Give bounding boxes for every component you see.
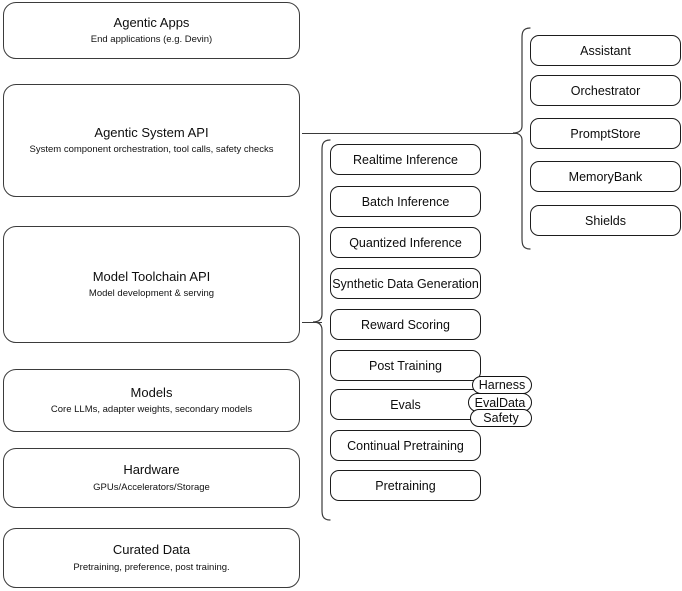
layer-box-models[interactable]: Models Core LLMs, adapter weights, secon… [3, 369, 300, 432]
toolchain-item-label: Batch Inference [361, 194, 450, 209]
layer-title: Agentic Apps [113, 14, 190, 30]
layer-subtitle: System component orchestration, tool cal… [29, 144, 274, 156]
agentic-item-label: Orchestrator [570, 83, 641, 98]
connector-agentic-system-to-components [302, 133, 518, 134]
agentic-item-promptstore[interactable]: PromptStore [530, 118, 681, 149]
connector-toolchain-to-apis [302, 322, 322, 323]
toolchain-item-reward-scoring[interactable]: Reward Scoring [330, 309, 481, 340]
brace-toolchain-apis [312, 138, 331, 522]
eval-pill-safety[interactable]: Safety [470, 409, 532, 427]
toolchain-item-label: Realtime Inference [353, 152, 458, 167]
agentic-item-memorybank[interactable]: MemoryBank [530, 161, 681, 192]
eval-pill-harness[interactable]: Harness [472, 376, 532, 394]
layer-box-agentic-system-api[interactable]: Agentic System API System component orch… [3, 84, 300, 197]
agentic-item-label: MemoryBank [568, 169, 643, 184]
eval-pill-label: Harness [478, 378, 526, 392]
agentic-item-label: Assistant [580, 43, 631, 58]
toolchain-item-post-training[interactable]: Post Training [330, 350, 481, 381]
layer-title: Model Toolchain API [92, 268, 211, 284]
toolchain-item-label: Pretraining [375, 478, 436, 493]
layer-box-curated-data[interactable]: Curated Data Pretraining, preference, po… [3, 528, 300, 588]
toolchain-item-label: Evals [390, 397, 421, 412]
eval-pill-evaldata[interactable]: EvalData [468, 393, 532, 412]
layer-subtitle: Core LLMs, adapter weights, secondary mo… [50, 404, 253, 416]
layer-subtitle: GPUs/Accelerators/Storage [93, 481, 210, 493]
agentic-item-label: Shields [585, 213, 626, 228]
layer-subtitle: Pretraining, preference, post training. [73, 561, 230, 573]
toolchain-item-label: Continual Pretraining [347, 438, 464, 453]
layer-box-hardware[interactable]: Hardware GPUs/Accelerators/Storage [3, 448, 300, 508]
toolchain-item-evals[interactable]: Evals [330, 389, 481, 420]
toolchain-item-batch-inference[interactable]: Batch Inference [330, 186, 481, 217]
toolchain-item-synthetic-data-generation[interactable]: Synthetic Data Generation [330, 268, 481, 299]
layer-title: Hardware [123, 462, 180, 478]
agentic-item-orchestrator[interactable]: Orchestrator [530, 75, 681, 106]
layer-title: Curated Data [112, 542, 191, 558]
brace-agentic-components [512, 26, 531, 252]
layer-subtitle: End applications (e.g. Devin) [90, 34, 213, 46]
layer-title: Agentic System API [94, 124, 209, 140]
eval-pill-label: Safety [483, 411, 519, 425]
layer-box-agentic-apps[interactable]: Agentic Apps End applications (e.g. Devi… [3, 2, 300, 59]
toolchain-item-label: Post Training [369, 358, 442, 373]
agentic-item-shields[interactable]: Shields [530, 205, 681, 236]
toolchain-item-quantized-inference[interactable]: Quantized Inference [330, 227, 481, 258]
agentic-item-assistant[interactable]: Assistant [530, 35, 681, 66]
toolchain-item-continual-pretraining[interactable]: Continual Pretraining [330, 430, 481, 461]
toolchain-item-label: Quantized Inference [349, 235, 462, 250]
toolchain-item-label: Synthetic Data Generation [332, 276, 479, 291]
toolchain-item-label: Reward Scoring [361, 317, 450, 332]
agentic-item-label: PromptStore [570, 126, 641, 141]
layer-box-model-toolchain-api[interactable]: Model Toolchain API Model development & … [3, 226, 300, 343]
toolchain-item-realtime-inference[interactable]: Realtime Inference [330, 144, 481, 175]
layer-title: Models [130, 384, 173, 400]
layer-subtitle: Model development & serving [88, 288, 215, 300]
eval-pill-label: EvalData [474, 395, 526, 410]
toolchain-item-pretraining[interactable]: Pretraining [330, 470, 481, 501]
